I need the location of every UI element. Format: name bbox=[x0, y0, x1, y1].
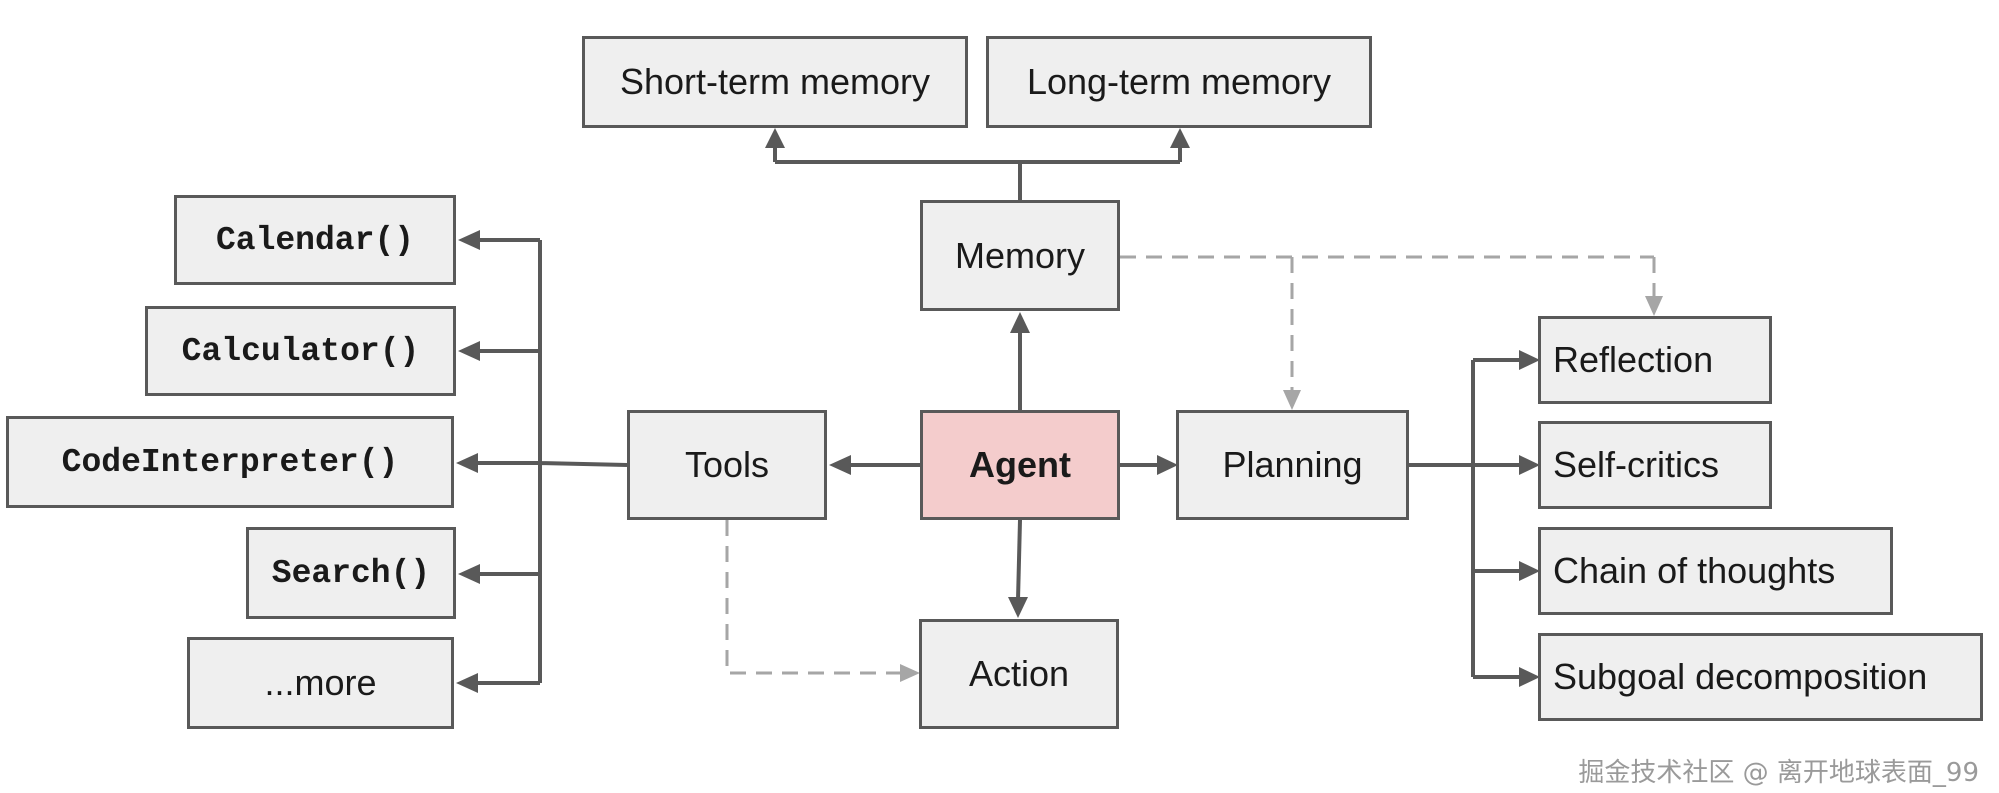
dashed-tools-to-action bbox=[725, 520, 900, 675]
reflection-box: Reflection bbox=[1538, 316, 1772, 404]
code-interpreter-tool-box: CodeInterpreter() bbox=[6, 416, 454, 508]
planning-branch-line bbox=[1409, 360, 1475, 677]
arrow-agent-to-action bbox=[1016, 519, 1022, 601]
action-box: Action bbox=[919, 619, 1119, 729]
search-tool-box: Search() bbox=[246, 527, 456, 619]
dashed-arrowheads bbox=[900, 296, 1663, 682]
short-term-memory-box: Short-term memory bbox=[582, 36, 968, 128]
memory-split-line bbox=[775, 160, 1180, 200]
tools-box: Tools bbox=[627, 410, 827, 520]
watermark: 掘金技术社区 @ 离开地球表面_99 bbox=[1578, 758, 1979, 788]
calculator-tool-box: Calculator() bbox=[145, 306, 456, 396]
self-critics-box: Self-critics bbox=[1538, 421, 1772, 509]
chain-of-thoughts-box: Chain of thoughts bbox=[1538, 527, 1893, 615]
dashed-memory-to-planning bbox=[1120, 255, 1654, 390]
more-tools-box: ...more bbox=[187, 637, 454, 729]
solid-arrowheads bbox=[456, 128, 1540, 693]
long-term-memory-box: Long-term memory bbox=[986, 36, 1372, 128]
planning-box: Planning bbox=[1176, 410, 1409, 520]
tools-branch-line bbox=[538, 240, 628, 683]
subgoal-decomposition-box: Subgoal decomposition bbox=[1538, 633, 1983, 721]
memory-box: Memory bbox=[920, 200, 1120, 311]
calendar-tool-box: Calendar() bbox=[174, 195, 456, 285]
agent-box: Agent bbox=[920, 410, 1120, 520]
